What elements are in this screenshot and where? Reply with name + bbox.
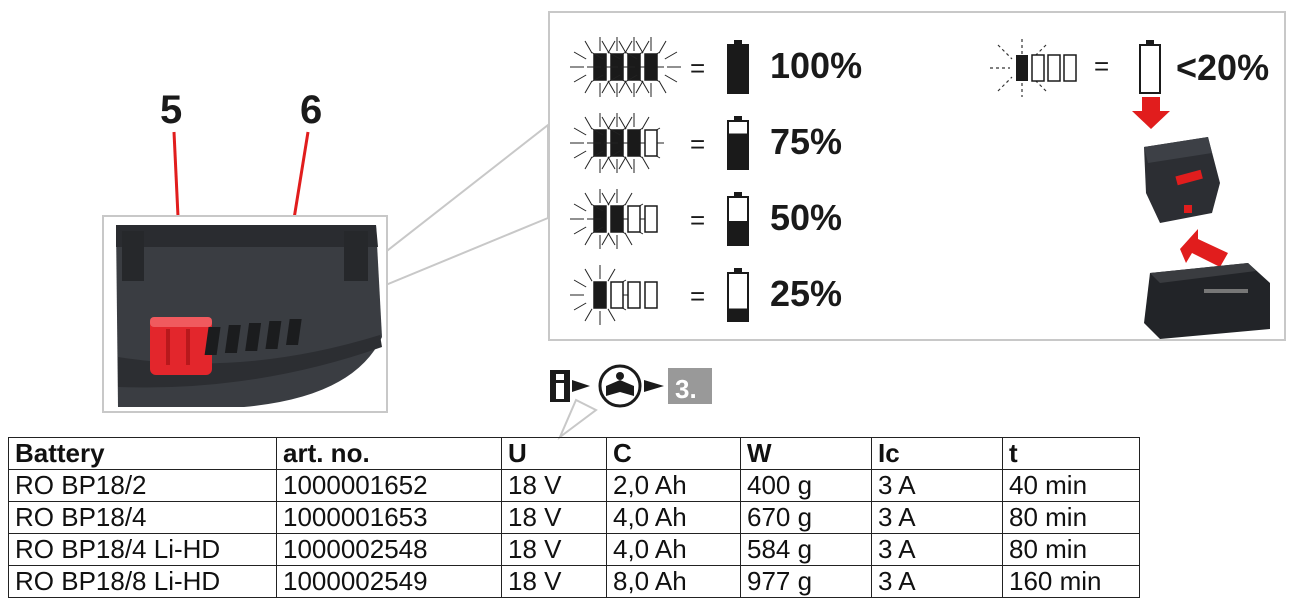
cell-voltage: 18 V (501, 565, 607, 598)
cell-art-no: 1000001653 (276, 501, 502, 534)
cell-weight: 977 g (740, 565, 872, 598)
led-lit (593, 281, 607, 309)
callout-number-6: 6 (300, 88, 323, 132)
battery-fill (729, 308, 747, 320)
header-art-no: art. no. (276, 437, 502, 470)
cell-art-no: 1000002549 (276, 565, 502, 598)
led-indicator-100 (570, 37, 681, 97)
cell-capacity: 4,0 Ah (606, 533, 741, 566)
manual-reference: 3. (550, 364, 712, 441)
led-lit (627, 129, 641, 157)
cell-weight: 584 g (740, 533, 872, 566)
charge-label-100: 100% (770, 45, 863, 86)
blinking-led-icon (990, 39, 1077, 97)
charger-illustration (1132, 97, 1270, 339)
step-badge-text: 3. (675, 374, 697, 404)
charge-label-50: 50% (770, 197, 843, 238)
equals-sign-25: = (690, 281, 706, 311)
led-indicator-25 (570, 265, 658, 325)
led-indicator-50 (570, 189, 658, 249)
led-indicator-75 (570, 113, 664, 173)
cell-battery: RO BP18/4 Li-HD (8, 533, 277, 566)
battery-empty-icon (1139, 40, 1161, 94)
low-charge-label: <20% (1176, 47, 1270, 88)
cell-voltage: 18 V (501, 469, 607, 502)
cell-battery: RO BP18/4 (8, 501, 277, 534)
arrow-right-icon-2 (644, 380, 664, 392)
led-off (627, 205, 641, 233)
cell-art-no: 1000002548 (276, 533, 502, 566)
arrow-down-icon (1132, 97, 1170, 129)
led-off (644, 281, 658, 309)
header-voltage: U (501, 437, 607, 470)
equals-sign-75: = (690, 129, 706, 159)
cell-battery: RO BP18/2 (8, 469, 277, 502)
battery-fill (729, 133, 747, 168)
battery-fill (729, 46, 747, 92)
header-weight: W (740, 437, 872, 470)
cell-capacity: 4,0 Ah (606, 501, 741, 534)
battery-button (150, 317, 212, 375)
table-row: RO BP18/4 1000001653 18 V 4,0 Ah 670 g 3… (8, 501, 1140, 534)
equals-sign-low: = (1094, 51, 1110, 81)
header-capacity: C (606, 437, 741, 470)
table-row: RO BP18/2 1000001652 18 V 2,0 Ah 400 g 3… (8, 469, 1140, 502)
table-header-row: Battery art. no. U C W Ic t (8, 437, 1140, 470)
led-off (644, 129, 658, 157)
equals-sign-50: = (690, 205, 706, 235)
cell-capacity: 8,0 Ah (606, 565, 741, 598)
header-charge-current: Ic (871, 437, 1003, 470)
battery-level-icon-100 (727, 40, 749, 94)
charge-level-panel: = 100% = 75% = 50% = 25% = <20% (548, 11, 1286, 341)
cell-charge-time: 80 min (1002, 533, 1140, 566)
cell-charge-time: 160 min (1002, 565, 1140, 598)
led-off (627, 281, 641, 309)
table-row: RO BP18/4 Li-HD 1000002548 18 V 4,0 Ah 5… (8, 533, 1140, 566)
battery-level-icon-75 (727, 116, 749, 170)
battery-level-icon-25 (727, 268, 749, 322)
cell-charge-time: 40 min (1002, 469, 1140, 502)
header-battery: Battery (8, 437, 277, 470)
arrow-right-icon (572, 380, 590, 392)
cell-weight: 670 g (740, 501, 872, 534)
cell-charge-time: 80 min (1002, 501, 1140, 534)
cell-art-no: 1000001652 (276, 469, 502, 502)
charge-label-25: 25% (770, 273, 843, 314)
callout-number-5: 5 (160, 88, 183, 132)
battery-spec-table: Battery art. no. U C W Ic t RO BP18/2 10… (8, 437, 1140, 598)
cell-capacity: 2,0 Ah (606, 469, 741, 502)
cell-charge-current: 3 A (871, 533, 1003, 566)
cell-weight: 400 g (740, 469, 872, 502)
battery-fill (729, 221, 747, 244)
battery-level-icon-50 (727, 192, 749, 246)
cell-charge-current: 3 A (871, 565, 1003, 598)
table-row: RO BP18/8 Li-HD 1000002549 18 V 8,0 Ah 9… (8, 565, 1140, 598)
battery-photo (102, 215, 388, 413)
charge-label-75: 75% (770, 121, 843, 162)
led-lit (644, 53, 658, 81)
cell-voltage: 18 V (501, 533, 607, 566)
cell-voltage: 18 V (501, 501, 607, 534)
step-badge (668, 368, 712, 404)
led-lit (610, 205, 624, 233)
led-off (610, 281, 624, 309)
led-off (644, 205, 658, 233)
cell-charge-current: 3 A (871, 501, 1003, 534)
charger (1144, 263, 1270, 339)
cell-battery: RO BP18/8 Li-HD (8, 565, 277, 598)
arrow-up-icon (1180, 229, 1228, 267)
equals-sign-100: = (690, 53, 706, 83)
header-charge-time: t (1002, 437, 1140, 470)
cell-charge-current: 3 A (871, 469, 1003, 502)
